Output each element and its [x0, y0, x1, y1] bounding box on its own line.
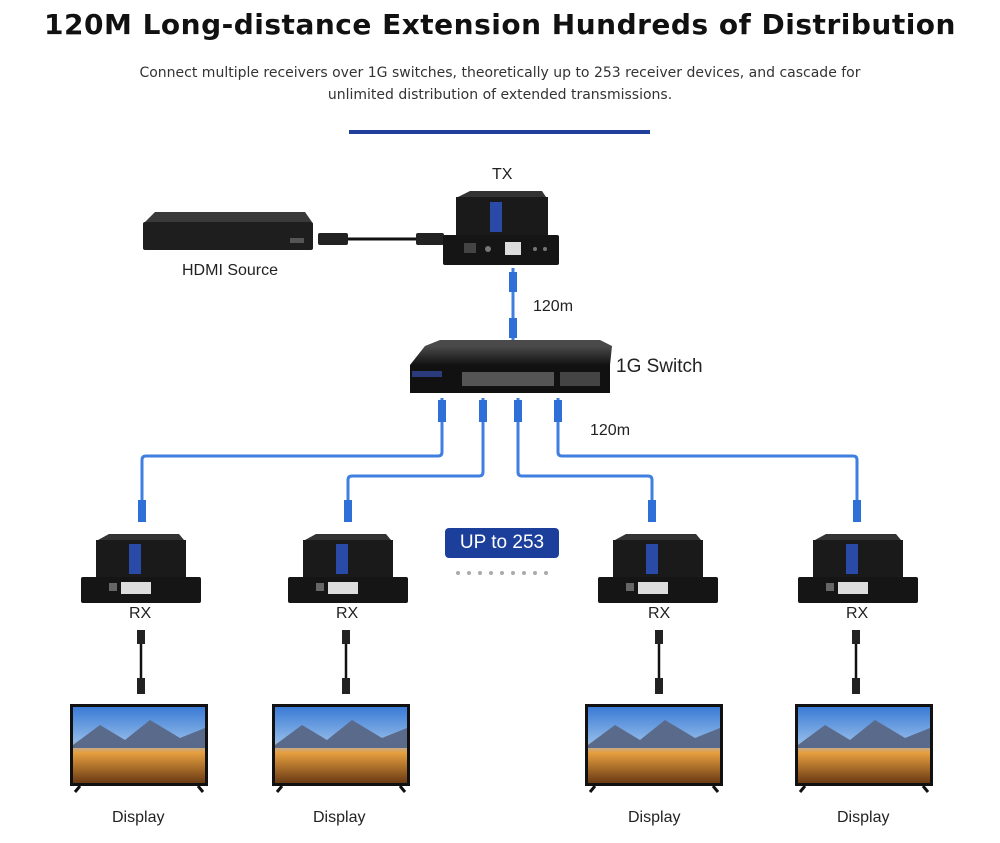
display-label-2: Display — [313, 809, 366, 826]
network-cable-tx — [509, 268, 517, 340]
page-title: 120M Long-distance Extension Hundreds of… — [44, 8, 956, 41]
rx-label-4: RX — [846, 605, 869, 622]
rx-device-3 — [598, 534, 718, 603]
switch-ports — [462, 372, 600, 386]
display-2 — [272, 704, 410, 793]
display-3 — [585, 704, 723, 793]
more-devices-dots — [456, 571, 548, 575]
rx-label-3: RX — [648, 605, 671, 622]
rx-label-2: RX — [336, 605, 359, 622]
rx-device-1 — [81, 534, 201, 603]
subtitle-line-2: unlimited distribution of extended trans… — [327, 87, 673, 103]
up-to-badge: UP to 253 — [445, 528, 559, 558]
display-label-1: Display — [112, 809, 165, 826]
distance-label-top: 120m — [533, 298, 574, 315]
tx-device — [443, 191, 559, 265]
display-1 — [70, 704, 208, 793]
title-underline — [349, 130, 650, 134]
network-cables-rx — [140, 398, 859, 510]
network-plugs — [138, 400, 861, 522]
switch-device — [410, 340, 612, 393]
hdmi-cables-display — [137, 630, 860, 694]
display-label-4: Display — [837, 809, 890, 826]
switch-label: 1G Switch — [616, 356, 703, 377]
tx-label: TX — [492, 166, 513, 183]
display-4 — [795, 704, 933, 793]
rx-label-1: RX — [129, 605, 152, 622]
rx-device-4 — [798, 534, 918, 603]
subtitle-line-1: Connect multiple receivers over 1G switc… — [139, 65, 861, 81]
page-subtitle: Connect multiple receivers over 1G switc… — [100, 62, 900, 106]
rx-device-2 — [288, 534, 408, 603]
hdmi-source-label: HDMI Source — [182, 262, 279, 279]
distance-label-bottom: 120m — [590, 422, 631, 439]
hdmi-cable-source — [318, 233, 444, 245]
display-label-3: Display — [628, 809, 681, 826]
hdmi-source-device — [143, 212, 313, 250]
